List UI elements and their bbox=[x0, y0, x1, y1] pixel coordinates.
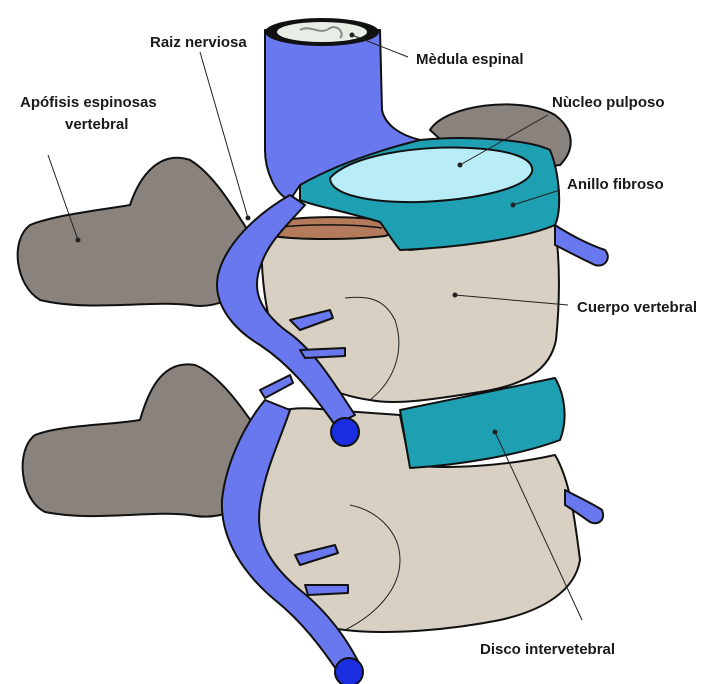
nerve-root-lower-end bbox=[335, 658, 363, 684]
label-anillo-fibroso: Anillo fibroso bbox=[567, 176, 664, 193]
label-cuerpo-vertebral: Cuerpo vertebral bbox=[577, 299, 697, 316]
label-medula-espinal: Mèdula espinal bbox=[416, 51, 524, 68]
leader-medula-dot bbox=[350, 33, 355, 38]
leader-raiz-dot bbox=[246, 216, 251, 221]
nerve-stub-right-upper bbox=[555, 225, 608, 266]
leader-apofisis-dot bbox=[76, 238, 81, 243]
label-apofisis-line2: vertebral bbox=[65, 116, 128, 133]
label-apofisis-line1: Apófisis espinosas bbox=[20, 94, 157, 111]
leader-nucleo-dot bbox=[458, 163, 463, 168]
label-raiz-nerviosa: Raiz nerviosa bbox=[150, 34, 247, 51]
leader-anillo-dot bbox=[511, 203, 516, 208]
leader-disco-dot bbox=[493, 430, 498, 435]
label-nucleo-pulposo: Nùcleo pulposo bbox=[552, 94, 665, 111]
label-disco-intervetebral: Disco intervetebral bbox=[480, 641, 615, 658]
nerve-root-upper-end bbox=[331, 418, 359, 446]
spinal-cord-section bbox=[277, 22, 367, 42]
leader-cuerpo-dot bbox=[453, 293, 458, 298]
